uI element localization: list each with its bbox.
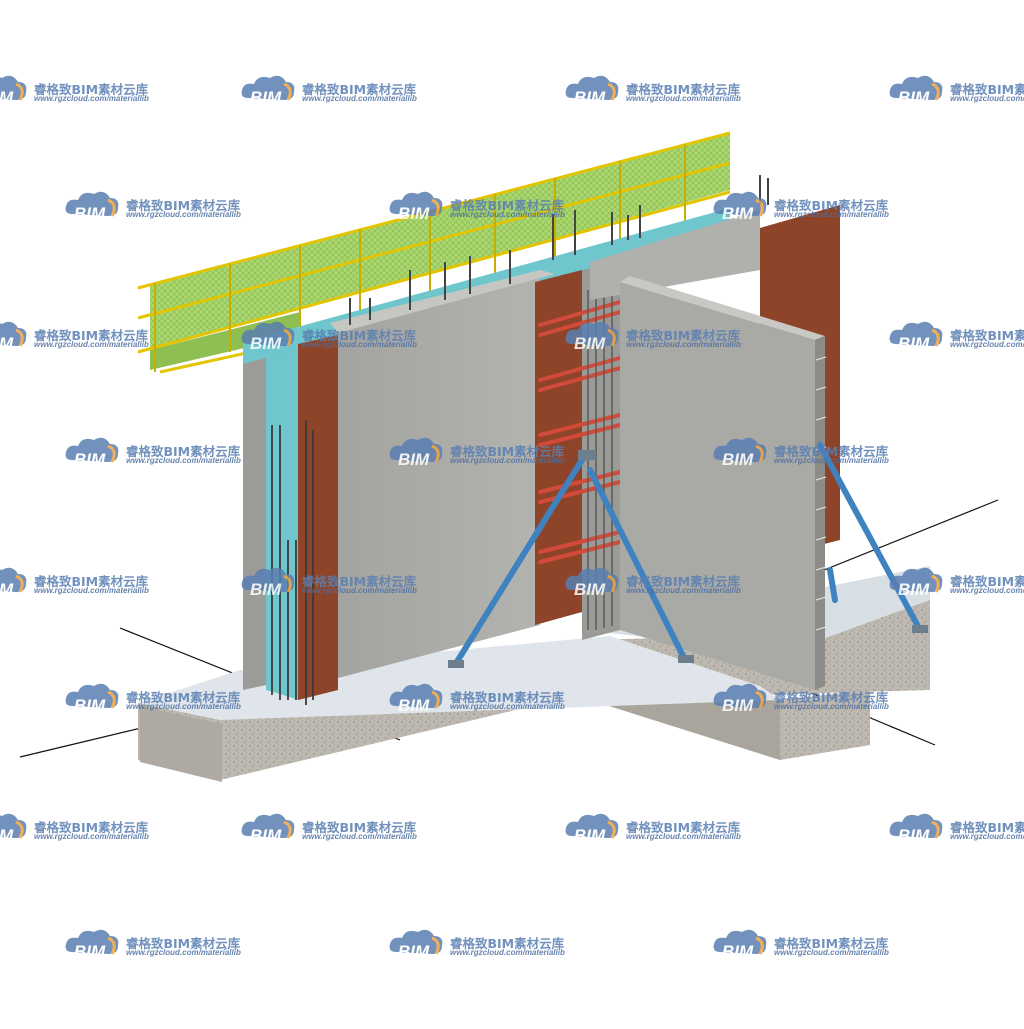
diagonal-braces (452, 442, 923, 668)
left-wall (137, 131, 769, 705)
right-wall (620, 276, 827, 690)
center-formwork (535, 262, 622, 640)
brace-feet (448, 450, 928, 668)
